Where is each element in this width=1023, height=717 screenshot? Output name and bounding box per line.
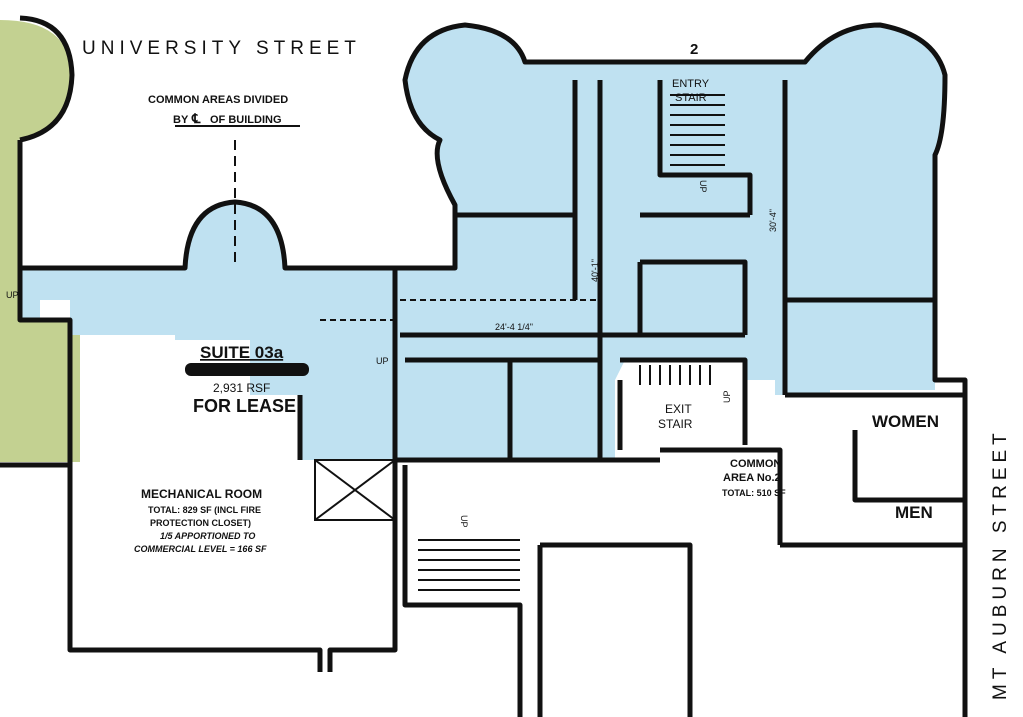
common-area-2-label-3: TOTAL: 510 SF — [722, 488, 786, 498]
mechanical-room-closet: PROTECTION CLOSET) — [150, 518, 251, 528]
men-restroom-label: MEN — [895, 503, 933, 522]
suite-redaction-bar — [185, 363, 309, 376]
common-areas-note-line2-prefix: BY — [173, 114, 189, 126]
common-area-2-label-1: COMMON — [730, 458, 781, 470]
dimension-width-24: 24'-4 1/4" — [495, 322, 533, 332]
suite-area: 2,931 RSF — [213, 381, 270, 395]
grid-mark: 2 — [690, 41, 698, 58]
entry-stair-treads — [670, 94, 725, 166]
up-marker-lower-stair: UP — [459, 515, 469, 528]
entry-stair-label-1: ENTRY — [672, 78, 710, 90]
street-label-north: UNIVERSITY STREET — [82, 38, 361, 59]
up-marker-entry-stair: UP — [698, 180, 708, 193]
interior-partitions — [234, 80, 965, 545]
exit-stair-label-1: EXIT — [665, 402, 692, 416]
up-marker-west: UP — [6, 290, 19, 300]
entry-stair-label-2: STAIR — [675, 92, 707, 104]
common-area-2-label-2: AREA No.2 — [723, 472, 781, 484]
adjacent-space — [0, 20, 80, 462]
centerline-symbol: ℄ — [191, 111, 201, 126]
common-areas-note-line1: COMMON AREAS DIVIDED — [148, 94, 288, 106]
dimension-height-30: 30'-4" — [768, 209, 778, 232]
mechanical-room-apportion: 1/5 APPORTIONED TO — [160, 531, 255, 541]
street-label-east: MT AUBURN STREET — [990, 428, 1011, 700]
common-areas-note-line2-suffix: OF BUILDING — [210, 114, 282, 126]
up-marker-suite: UP — [376, 356, 389, 366]
suite-status: FOR LEASE — [193, 396, 296, 416]
mechanical-room-total: TOTAL: 829 SF (INCL FIRE — [148, 505, 261, 515]
women-restroom-label: WOMEN — [872, 412, 939, 431]
exit-stair-label-2: STAIR — [658, 417, 693, 431]
suite-callout: SUITE 03a 2,931 RSF FOR LEASE — [185, 343, 309, 416]
suite-area — [20, 25, 945, 460]
lower-stair-treads — [418, 539, 520, 591]
mechanical-room-commercial: COMMERCIAL LEVEL = 166 SF — [134, 544, 267, 554]
mechanical-room-label: MECHANICAL ROOM — [141, 487, 262, 501]
suite-name: SUITE 03a — [200, 343, 284, 362]
dimension-height-40: 40'-1" — [590, 259, 600, 282]
exit-stair-treads — [639, 365, 711, 385]
up-marker-exit-stair: UP — [722, 390, 732, 403]
